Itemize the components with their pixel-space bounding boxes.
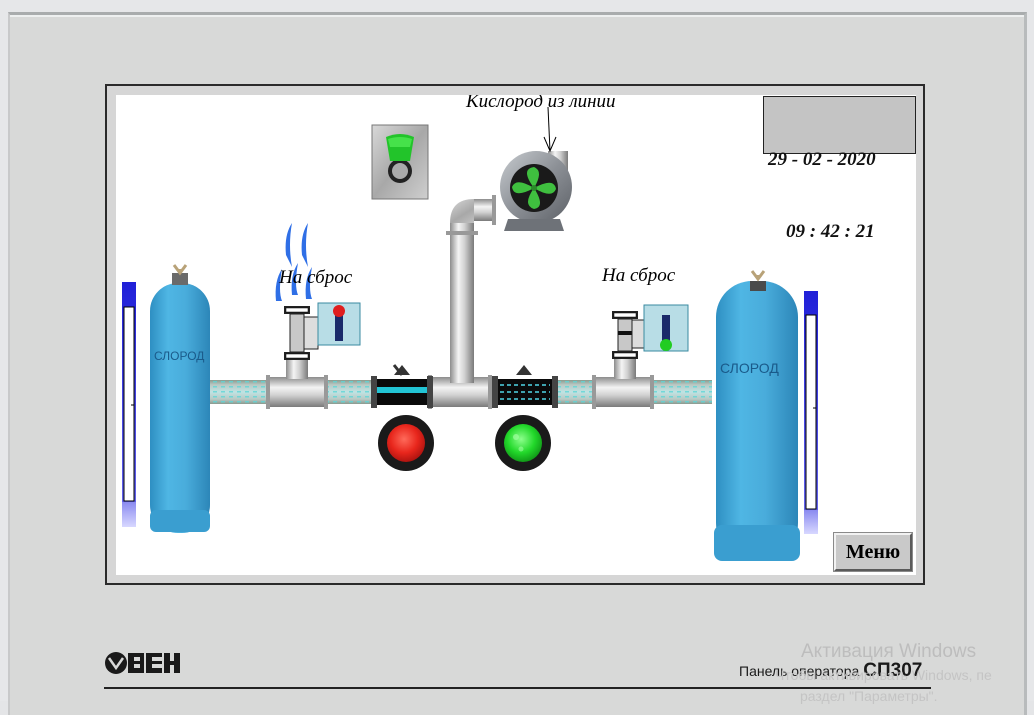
right-oxygen-cylinder <box>714 270 800 561</box>
oxygen-pump <box>500 151 572 231</box>
hmi-screen: СЛОРОД СЛОРОД <box>116 95 916 575</box>
pump-toggle-switch[interactable] <box>371 124 429 200</box>
left-valve-indicator-lamp <box>378 415 434 471</box>
left-line-valve[interactable] <box>371 364 433 408</box>
left-level-gauge <box>122 282 136 527</box>
left-oxygen-cylinder <box>150 264 210 533</box>
oxygen-from-line-label: Кислород из линии <box>466 95 616 112</box>
windows-activation-line1: Чтобы активировать Windows, пе <box>775 667 992 683</box>
menu-button[interactable]: Меню <box>833 532 913 572</box>
bottom-divider <box>104 687 931 689</box>
owen-logo <box>104 651 204 680</box>
right-level-gauge <box>804 291 818 534</box>
right-valve-indicator-lamp <box>495 415 551 471</box>
right-tee-fitting <box>592 357 654 409</box>
model-name: СП307 <box>863 660 923 681</box>
time-text: 09 : 42 : 21 <box>786 221 875 242</box>
vent-spray-icon <box>275 223 312 301</box>
windows-activation-title: Активация Windows <box>801 641 977 662</box>
right-cylinder-label: СЛОРОД <box>720 360 779 376</box>
center-riser-pipe <box>428 195 496 409</box>
right-discharge-indicator <box>643 304 689 352</box>
datetime-display: 29 - 02 - 2020 09 : 42 : 21 <box>763 96 916 242</box>
pump-inlet-arrow <box>547 106 551 152</box>
left-discharge-indicator <box>317 302 361 346</box>
date-text: 29 - 02 - 2020 <box>768 149 876 170</box>
right-discharge-label: На сброс <box>602 265 676 286</box>
right-line-valve[interactable] <box>492 365 558 408</box>
windows-activation-line2: раздел "Параметры". <box>800 688 938 704</box>
left-tee-fitting <box>266 357 328 409</box>
right-discharge-valve[interactable] <box>612 311 647 359</box>
left-cylinder-label: СЛОРОД <box>154 349 204 363</box>
left-discharge-label: На сброс <box>279 267 353 288</box>
model-prefix: Панель оператора <box>739 663 860 679</box>
left-discharge-valve[interactable] <box>284 306 319 360</box>
